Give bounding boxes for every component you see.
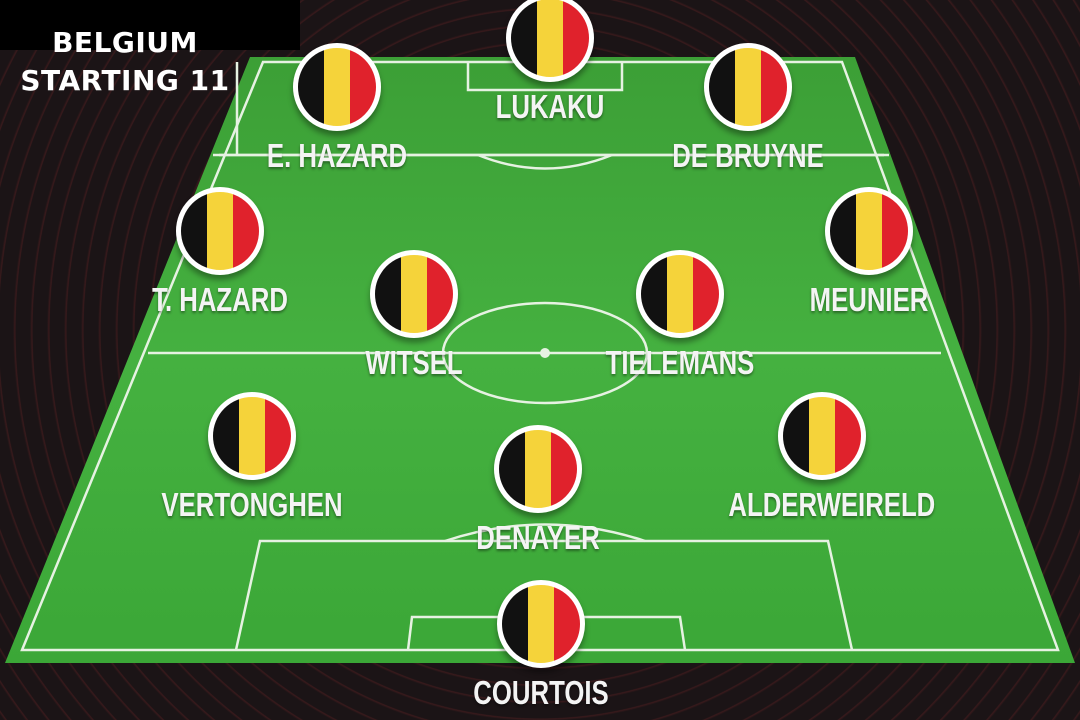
- page-title: BELGIUM STARTING 11: [0, 24, 250, 100]
- player-name: TIELEMANS: [605, 344, 755, 381]
- player-witsel: WITSEL: [294, 250, 534, 382]
- belgium-flag-icon: [208, 392, 296, 480]
- player-name: LUKAKU: [495, 88, 605, 125]
- player-t-hazard: T. HAZARD: [100, 187, 340, 319]
- player-name: MEUNIER: [809, 281, 929, 318]
- player-name: WITSEL: [365, 344, 463, 381]
- belgium-flag-icon: [636, 250, 724, 338]
- player-name: DE BRUYNE: [672, 137, 824, 174]
- player-de-bruyne: DE BRUYNE: [628, 43, 868, 175]
- player-name: T. HAZARD: [152, 281, 288, 318]
- belgium-flag-icon: [176, 187, 264, 275]
- player-name: VERTONGHEN: [161, 486, 343, 523]
- player-name: ALDERWEIRELD: [728, 486, 936, 523]
- player-courtois: COURTOIS: [421, 580, 661, 712]
- player-alderweireld: ALDERWEIRELD: [702, 392, 942, 524]
- belgium-flag-icon: [494, 425, 582, 513]
- belgium-flag-icon: [497, 580, 585, 668]
- player-tielemans: TIELEMANS: [560, 250, 800, 382]
- player-name: E. HAZARD: [266, 137, 408, 174]
- belgium-flag-icon: [778, 392, 866, 480]
- player-vertonghen: VERTONGHEN: [132, 392, 372, 524]
- title-background: [0, 0, 300, 50]
- player-e-hazard: E. HAZARD: [217, 43, 457, 175]
- player-lukaku: LUKAKU: [430, 0, 670, 126]
- title-line-1: BELGIUM: [52, 26, 198, 59]
- player-denayer: DENAYER: [418, 425, 658, 557]
- player-name: COURTOIS: [473, 674, 609, 711]
- belgium-flag-icon: [825, 187, 913, 275]
- title-line-2: STARTING 11: [20, 64, 230, 97]
- belgium-flag-icon: [370, 250, 458, 338]
- player-name: DENAYER: [476, 519, 600, 556]
- belgium-flag-icon: [704, 43, 792, 131]
- belgium-flag-icon: [506, 0, 594, 82]
- belgium-flag-icon: [293, 43, 381, 131]
- player-meunier: MEUNIER: [749, 187, 989, 319]
